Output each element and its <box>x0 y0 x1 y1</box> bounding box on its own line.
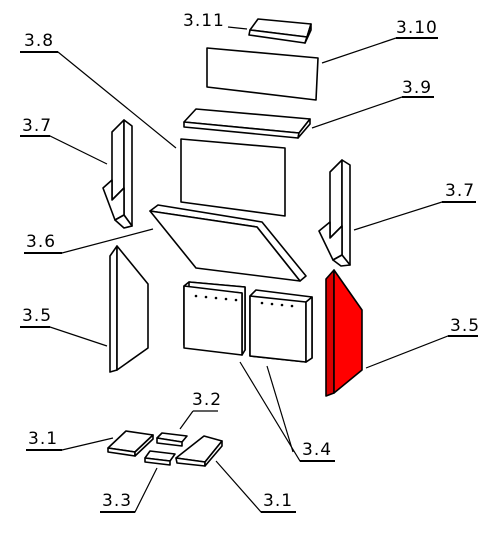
label-3-9: 3.9 <box>402 78 432 98</box>
part-3-4-right-brick[interactable] <box>249 289 313 363</box>
label-3-3: 3.3 <box>102 491 132 511</box>
part-3-2[interactable] <box>156 432 188 447</box>
label-3-7-left: 3.7 <box>22 116 52 136</box>
part-3-5-right-highlighted[interactable] <box>325 269 363 397</box>
part-3-6[interactable] <box>149 204 307 282</box>
part-3-7-left[interactable] <box>102 119 133 229</box>
part-3-11[interactable] <box>248 18 312 44</box>
part-3-1-right[interactable] <box>175 435 223 467</box>
leader-lines <box>20 26 478 513</box>
label-3-4: 3.4 <box>302 440 332 460</box>
part-labels: 3.11 3.10 3.8 3.9 3.7 3.7 3.6 3.5 3.5 3.… <box>22 11 480 511</box>
part-3-8[interactable] <box>180 138 286 217</box>
part-3-7-right[interactable] <box>318 159 351 267</box>
part-3-4-left-brick[interactable] <box>183 281 246 356</box>
part-3-3[interactable] <box>144 450 176 466</box>
label-3-1-left: 3.1 <box>28 429 58 449</box>
label-3-7-right: 3.7 <box>445 181 475 201</box>
label-3-2: 3.2 <box>192 390 222 410</box>
label-3-5-left: 3.5 <box>22 306 52 326</box>
part-3-5-left[interactable] <box>109 245 149 373</box>
label-3-8: 3.8 <box>24 31 54 51</box>
part-3-10[interactable] <box>206 47 319 101</box>
label-3-10: 3.10 <box>396 18 438 38</box>
label-3-6: 3.6 <box>26 232 56 252</box>
label-3-1-right: 3.1 <box>263 491 293 511</box>
part-3-1-left[interactable] <box>107 430 154 457</box>
label-3-11: 3.11 <box>183 11 225 31</box>
label-3-5-right: 3.5 <box>450 316 480 336</box>
part-3-9[interactable] <box>183 108 311 139</box>
